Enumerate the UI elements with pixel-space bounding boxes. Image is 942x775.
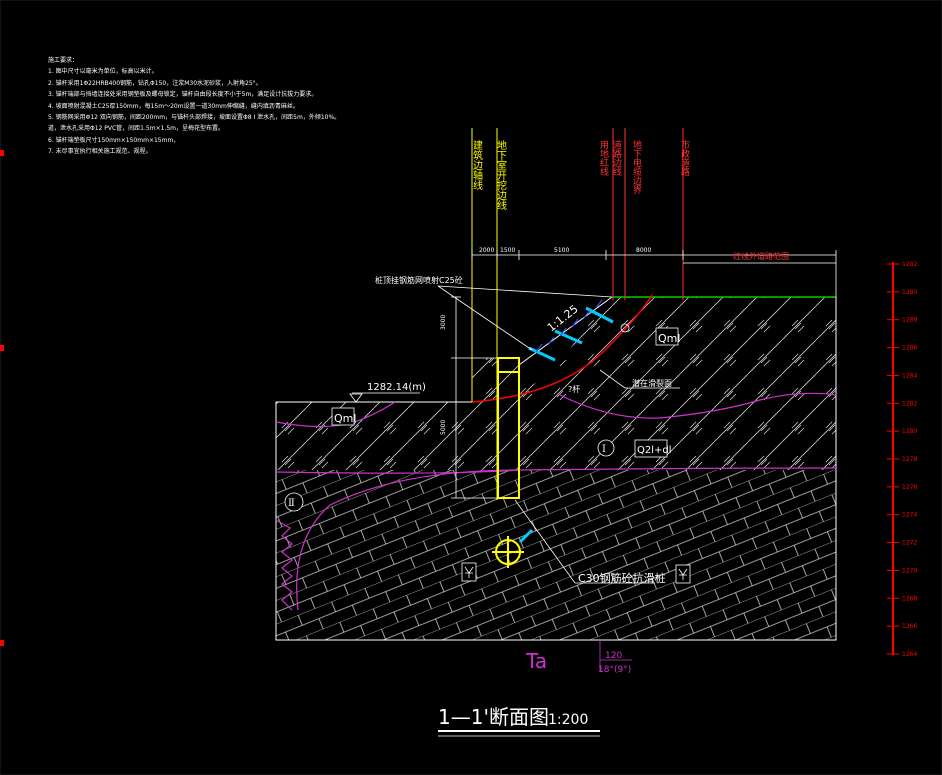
scale-tick-label: 1264: [902, 651, 917, 658]
stratum-boundary-qml-left: [275, 401, 396, 428]
notes-line: 5. 钢筋网采用Φ12 双向钢筋，间距200mm，与锚杆头部焊接，坡面设置Φ8 …: [48, 114, 341, 122]
capping-note: 桩顶挂钢筋网喷射C25砼: [375, 275, 463, 285]
dip-angle: 18°(9°): [598, 665, 631, 675]
zone-2-label: Ⅱ: [288, 498, 295, 509]
strata-code-ta: Ta: [525, 649, 547, 673]
scale-tick-label: 1276: [902, 484, 917, 491]
label-red-line: 用地红线: [598, 140, 609, 176]
reference-point-icon: [620, 323, 630, 333]
label-cable-boundary: 地下电缆边界: [631, 139, 642, 195]
anchor-label: ?杆: [568, 384, 580, 394]
dim-top-c: 5100: [554, 247, 569, 254]
frame-marker: [0, 150, 4, 156]
slip-leader: [599, 369, 626, 389]
rock-hatch-area: [276, 470, 836, 640]
dimension-ticks: [471, 250, 837, 300]
stratum-boundary-ii: [296, 469, 521, 611]
zone-1-label: Ⅰ: [602, 444, 606, 455]
notes-line: 2. 锚杆采用1Φ22HRB400钢筋，钻孔Φ150，注浆M30水泥砂浆，入射角…: [48, 79, 262, 87]
elevation-label: 1282.14(m): [367, 382, 426, 393]
label-building-axis: 建筑边轴线: [471, 139, 483, 190]
zone-2-circle: [284, 492, 304, 512]
scale-tick-label: 1278: [902, 456, 917, 463]
scale-tick-label: 1284: [902, 372, 917, 379]
dim-top-b: 1500: [500, 247, 515, 254]
dim-top-a: 2000: [479, 247, 494, 254]
scale-tick-label: 1286: [902, 345, 917, 352]
slope-face-line: [518, 296, 613, 366]
stratum-box-qml-top: [655, 327, 679, 346]
scale-tick-label: 1280: [902, 289, 917, 296]
notes-line: 3. 锚杆端部与挡墙连接处采用钢垫板及螺母锁定，锚杆自由段长度不小于5m，满足设…: [48, 91, 318, 99]
construction-notes: 施工要求： 1. 图中尺寸以毫米为单位，标高以米计。 2. 锚杆采用1Φ22HR…: [48, 55, 378, 158]
stratum-qml-left: Qml: [334, 412, 356, 425]
capping-leader-2: [437, 285, 533, 351]
stratum-box-qdl: [634, 439, 668, 458]
pile-label: C30钢筋砼抗滑桩: [578, 571, 666, 585]
dip-value: 120: [605, 651, 622, 661]
elevation-scale-ticks: 1282 1280 1288 1286 1284 1282 1280 1278 1276 1274…: [887, 261, 917, 658]
drawing-scale: 1:200: [548, 712, 588, 728]
notes-line: 道，泄水孔采用Φ12 PVC管，间距1.5m×1.5m，呈梅花型布置。: [48, 125, 224, 133]
water-symbol-icon: [675, 564, 691, 584]
notes-line: 4. 坡面喷射混凝土C25厚150mm，每15m～20m设置一道30mm伸缩缝，…: [48, 102, 299, 110]
stratum-boundary-qml-right: [559, 392, 837, 419]
scale-tick-label: 1266: [902, 623, 917, 630]
drawing-title: 1—1'断面图: [438, 705, 549, 729]
road-range-label: 红线外道路范围: [733, 251, 789, 261]
dim-top-d: 8000: [636, 247, 651, 254]
slip-surface-label: 潜在滑裂面: [632, 378, 672, 388]
borehole-marker-bar: [518, 528, 534, 544]
anchor-bar: [585, 306, 614, 324]
notes-line: 7. 未尽事宜执行相关施工规范、规程。: [48, 148, 152, 156]
anchor-bar: [554, 329, 583, 345]
zone-1-circle: [597, 439, 615, 457]
stratum-qdl: Q2l+dl: [637, 445, 672, 456]
scale-tick-label: 1288: [902, 317, 917, 324]
scale-tick-label: 1270: [902, 567, 917, 574]
notes-line: 1. 图中尺寸以毫米为单位，标高以米计。: [48, 68, 158, 76]
notes-title: 施工要求：: [48, 57, 79, 64]
anchor-group: [528, 306, 614, 362]
label-excavation-edge: 地下室开挖边线: [495, 139, 507, 210]
stratum-boundary-middle: [275, 467, 837, 474]
anchor-bar: [528, 346, 556, 362]
scale-tick-label: 1272: [902, 540, 917, 547]
dim-left-v1: 3000: [440, 315, 447, 330]
pile-leader: [514, 499, 576, 584]
slip-surface-curve: [471, 294, 653, 403]
scale-tick-label: 1282: [902, 400, 917, 407]
scale-tick-label: 1268: [902, 595, 917, 602]
scale-tick-label: 1280: [902, 428, 917, 435]
water-symbol-icon: [461, 562, 477, 582]
capping-leader: [437, 285, 613, 298]
notes-line: 6. 锚杆端垫板尺寸150mm×150mm×15mm，: [48, 136, 180, 144]
label-municipal-road: 市政道路: [679, 139, 690, 177]
scale-tick-label: 1282: [902, 261, 917, 268]
frame-marker: [0, 345, 4, 351]
scale-tick-label: 1274: [902, 512, 917, 519]
slope-ratio-label: 1:1.25: [545, 302, 581, 334]
left-dim-ticks: [451, 296, 498, 499]
dim-left-v2: 5000: [440, 420, 447, 435]
slope-mesh-hatch: [535, 299, 603, 353]
frame-marker: [0, 640, 4, 646]
stratum-box-qml-left: [331, 407, 355, 426]
stratum-qml-top: Qml: [658, 332, 680, 345]
elevation-marker-icon: [349, 393, 363, 403]
stratum-boundary-zigzag: [275, 519, 293, 611]
label-road-edge: 道路边线: [611, 139, 622, 176]
